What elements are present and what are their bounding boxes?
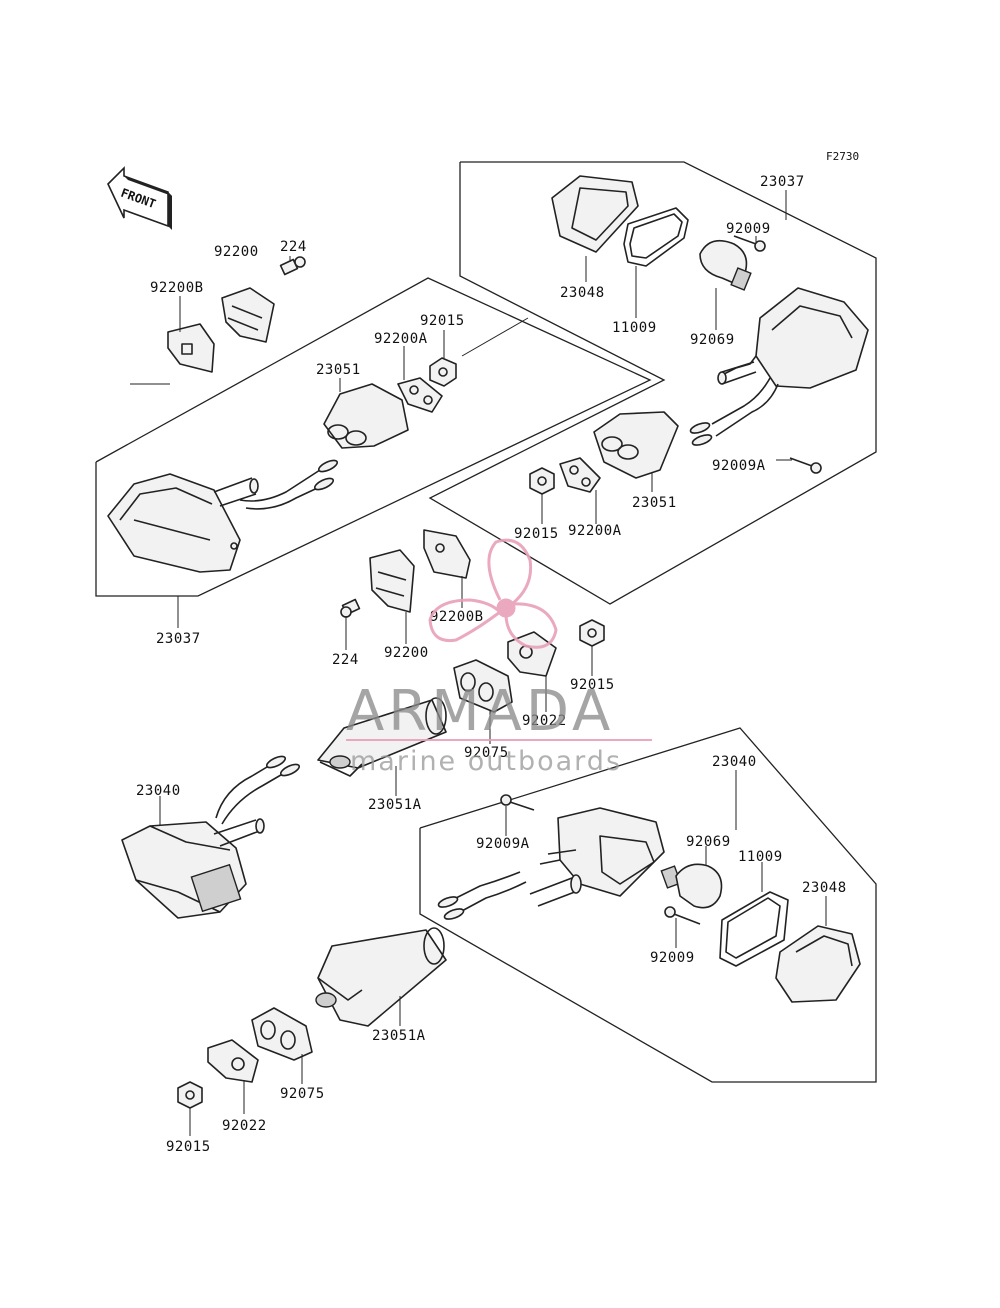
label-92015-left: 92015 [420, 313, 465, 329]
nut-92015-low [177, 1081, 203, 1109]
stay-23051-right [593, 411, 679, 479]
label-23051-right: 23051 [632, 495, 677, 511]
screw-92009-low [664, 906, 701, 925]
screw-224-mid [340, 598, 361, 618]
signal-housing-bottom-left [121, 755, 301, 919]
bracket-92200-top [221, 287, 275, 343]
washer-92022-low [207, 1039, 259, 1083]
screw-92009A-low [500, 794, 535, 811]
gasket-11009-low [719, 891, 789, 967]
nut-92015-right [529, 467, 555, 495]
label-11009-low: 11009 [738, 849, 783, 865]
label-23048-top: 23048 [560, 285, 605, 301]
gasket-11009-top [623, 207, 689, 267]
nut-92015-mid [579, 619, 605, 647]
label-92009A-low: 92009A [476, 836, 530, 852]
label-92009-low: 92009 [650, 950, 695, 966]
label-92022-mid: 92022 [522, 713, 567, 729]
plate-92200A-right [559, 457, 601, 493]
label-11009-top: 11009 [612, 320, 657, 336]
screw-224-top [279, 256, 306, 276]
plate-92200A-left [397, 377, 443, 413]
watermark: ARMADA marine outboards [346, 538, 652, 777]
grommet-92075-low [251, 1007, 313, 1061]
label-23048-low: 23048 [802, 880, 847, 896]
frame-rear-right [428, 161, 877, 605]
label-92069-top: 92069 [690, 332, 735, 348]
propeller-logo-icon [428, 538, 558, 649]
watermark-brand: ARMADA [346, 679, 614, 744]
nut-92015-left [429, 357, 457, 387]
signal-housing-top-right [689, 287, 869, 446]
watermark-tagline: marine outboards [350, 746, 622, 777]
label-92200B-mid: 92200B [430, 609, 484, 625]
screw-92009A-right [789, 457, 822, 474]
leader-lines [130, 190, 827, 1136]
label-92075-low: 92075 [280, 1086, 325, 1102]
label-92009-top: 92009 [726, 221, 771, 237]
stay-23051-left [323, 383, 409, 449]
plate-92200B-top [167, 323, 215, 373]
bulb-92069-low [660, 863, 723, 909]
label-23037-top: 23037 [760, 174, 805, 190]
label-23040-left: 23040 [136, 783, 181, 799]
plate-92200B-mid [423, 529, 471, 579]
label-224-mid: 224 [332, 652, 359, 668]
label-224-top: 224 [280, 239, 307, 255]
frame-front-left [95, 277, 652, 597]
screw-92009-top [733, 235, 766, 252]
label-92200A-right: 92200A [568, 523, 622, 539]
label-23040-right: 23040 [712, 754, 757, 770]
part-labels: 23037 23048 11009 92009 92069 92009A 230… [136, 174, 847, 1155]
signal-housing-top-left [107, 459, 339, 573]
front-arrow-icon: FRONT [107, 166, 172, 230]
frame-front-right [419, 727, 877, 1083]
bracket-92200-mid [369, 549, 415, 613]
label-23051-left: 23051 [316, 362, 361, 378]
label-92009A-right: 92009A [712, 458, 766, 474]
lens-23048-low [775, 925, 861, 1003]
label-23037-left: 23037 [156, 631, 201, 647]
label-92200-top: 92200 [214, 244, 259, 260]
bulb-92069-top [699, 239, 752, 291]
stay-23051A-mid [317, 697, 447, 777]
label-92022-low: 92022 [222, 1118, 267, 1134]
label-92200B-top: 92200B [150, 280, 204, 296]
label-92015-low: 92015 [166, 1139, 211, 1155]
label-92015-mid: 92015 [570, 677, 615, 693]
label-92069-low: 92069 [686, 834, 731, 850]
label-92015-right: 92015 [514, 526, 559, 542]
signal-housing-bottom-right [437, 807, 665, 920]
label-23051A-mid: 23051A [368, 797, 422, 813]
label-92075-mid: 92075 [464, 745, 509, 761]
label-23051A-low: 23051A [372, 1028, 426, 1044]
label-92200A-left: 92200A [374, 331, 428, 347]
figure-id: F2730 [826, 150, 859, 163]
stay-23051A-low [315, 927, 447, 1027]
lens-23048-top [551, 175, 639, 253]
grommet-92075-mid [453, 659, 513, 713]
label-92200-mid: 92200 [384, 645, 429, 661]
